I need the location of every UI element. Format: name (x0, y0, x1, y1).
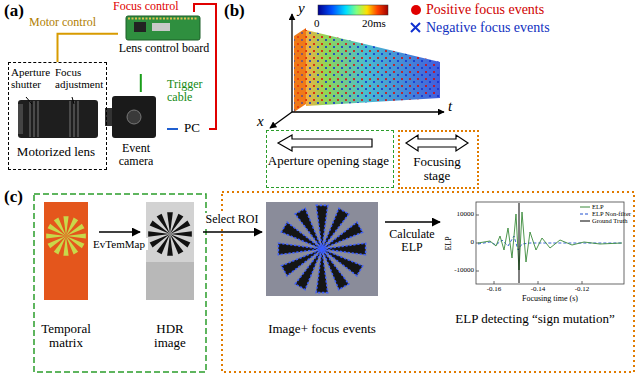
chart-legend-samples (580, 207, 590, 221)
star-pattern (148, 212, 192, 256)
motor-wire (58, 34, 119, 62)
colorbar (318, 5, 388, 15)
data-wire (167, 128, 178, 130)
axis-title: ELP (445, 228, 454, 258)
connector-label: Motor control (28, 16, 108, 29)
node-text: Temporal matrix (36, 322, 96, 351)
lens-box: Aperture shutterFocus adjustmentMotorize… (8, 62, 107, 170)
aperture-event-points (294, 28, 306, 112)
hdr-image (146, 202, 194, 300)
tick-label: -0.16 (482, 286, 506, 294)
hollow-double-arrow (406, 135, 468, 151)
axis-title: Focusing time (s) (500, 295, 600, 304)
camera-body (112, 96, 156, 138)
node-text: Motorized lens (11, 145, 101, 159)
node-text: Image+ focus events (262, 322, 382, 336)
flow-arrow (203, 231, 262, 233)
panel-letter: (a) (4, 2, 24, 21)
node-text: Aperture opening stage (267, 154, 390, 168)
y-axis (291, 14, 292, 112)
event-camera: Event camera (108, 92, 167, 172)
x-axis (270, 112, 292, 128)
stage-frame (222, 192, 634, 372)
tick-label: -10000 (452, 267, 474, 275)
panel-letter: (c) (4, 188, 23, 207)
tick-label: -0.14 (526, 286, 550, 294)
stage-box: Aperture opening stage (266, 130, 394, 188)
chart-legend-text: ELP (592, 203, 604, 210)
camera-port (127, 110, 141, 124)
tick-label: 0 (452, 239, 474, 247)
lens-front (18, 104, 23, 134)
leader-line (26, 97, 32, 104)
node-text: Focusing stage (400, 155, 474, 184)
leader-line (72, 97, 74, 104)
aperture-events (294, 28, 306, 112)
star-pattern (46, 216, 86, 256)
colorbar-tick: 20ms (362, 17, 386, 29)
node-text: Focus adjustment (55, 66, 103, 90)
temporal-matrix-image (44, 202, 88, 300)
stage-frame (34, 194, 206, 372)
legend-text: Negative focus events (426, 20, 550, 36)
node-text: Aperture shutter (11, 66, 54, 90)
connector (152, 23, 170, 31)
circuit-board (126, 16, 200, 40)
event-points (306, 30, 440, 106)
focus-wire (194, 4, 216, 129)
colorbar-tick: 0 (314, 17, 320, 29)
panel-letter: (b) (224, 2, 245, 21)
connector-label: Calculate ELP (384, 228, 440, 254)
ground-truth-line (519, 203, 520, 283)
tick-label: -0.12 (570, 286, 594, 294)
image-panel: Temporal matrix (36, 198, 99, 368)
connector-label: Select ROI (201, 213, 263, 226)
hdr-image-floor (146, 262, 194, 300)
image-panel: Image+ focus events (262, 198, 385, 366)
star-pattern (278, 205, 365, 292)
lens-picture (18, 97, 98, 138)
axis-name: x (257, 113, 264, 130)
chart-legend-text: ELP Non-filter (592, 210, 631, 217)
control-board: Lens control board (118, 12, 213, 74)
control-board-picture (126, 16, 200, 40)
lens-body (18, 100, 98, 138)
hollow-arrow (278, 135, 372, 151)
focus-event-outline (278, 205, 365, 292)
connector-label: EvTemMap (90, 238, 148, 250)
chart-legend-text: Ground Truth (592, 217, 628, 224)
stage-box: Focusing stage (398, 130, 479, 189)
lens-ribs (30, 101, 78, 137)
connector-label: Focus control (112, 0, 188, 13)
node-text: Event camera (108, 142, 164, 168)
flow-arrow (385, 221, 440, 223)
negative-marker (411, 23, 420, 32)
roi-image (266, 202, 378, 296)
camera-picture (105, 96, 156, 138)
node-text: Lens control board (118, 42, 210, 55)
image-panel: HDR image (140, 198, 203, 368)
tick-label: 10000 (452, 211, 474, 219)
pin-header (128, 18, 198, 20)
axis-name: t (448, 98, 452, 115)
chip (134, 22, 146, 32)
axis-name: y (298, 0, 305, 17)
chart-ticks (476, 215, 582, 284)
t-axis (292, 111, 444, 112)
node-text: ELP detecting “sign mutation” (440, 312, 630, 326)
node-text: PC (178, 121, 206, 135)
pc-box: PC (178, 118, 209, 140)
connector-label: Trigger cable (166, 78, 214, 104)
flow-arrow (99, 231, 140, 233)
positive-marker (411, 5, 421, 15)
trigger-wire (140, 74, 142, 92)
legend-text: Positive focus events (426, 2, 544, 18)
event-cloud (306, 30, 440, 106)
node-text: HDR image (140, 322, 200, 351)
